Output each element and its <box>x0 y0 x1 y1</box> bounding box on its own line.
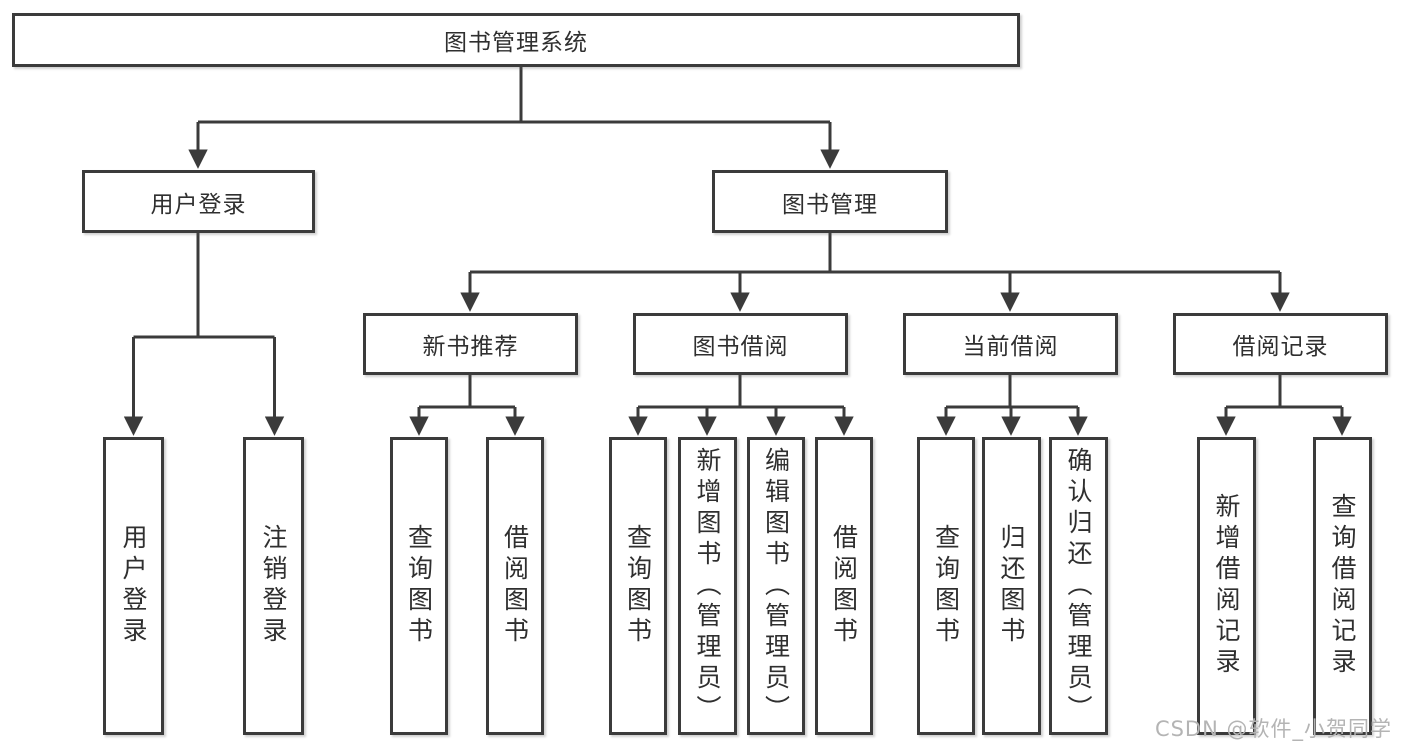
leaf-user-login-label: 用户登录 <box>119 524 148 648</box>
leaf-br-query-record: 查询借阅记录 <box>1313 437 1372 735</box>
leaf-bb-query-books-label: 查询图书 <box>623 524 653 648</box>
connector-trunks <box>133 67 1342 409</box>
leaf-nb-query-books-label: 查询图书 <box>404 524 434 648</box>
leaf-bb-edit-books-admin: 编辑图书（管理员） <box>747 437 805 735</box>
node-borrowing-records-label: 借阅记录 <box>1232 334 1329 360</box>
leaf-nb-query-books: 查询图书 <box>390 437 448 735</box>
node-borrowing-records: 借阅记录 <box>1173 313 1388 375</box>
leaf-bb-edit-books-admin-label: 编辑图书（管理员） <box>761 446 791 726</box>
leaf-bb-borrow-books-label: 借阅图书 <box>829 524 859 648</box>
leaf-cb-return-books: 归还图书 <box>982 437 1041 735</box>
leaf-user-login: 用户登录 <box>103 437 164 735</box>
node-user-login-label: 用户登录 <box>150 191 247 218</box>
leaf-logout: 注销登录 <box>243 437 304 735</box>
leaf-nb-borrow-books-label: 借阅图书 <box>500 524 530 648</box>
node-new-book-recommend-label: 新书推荐 <box>422 334 519 360</box>
node-current-borrowing-label: 当前借阅 <box>962 334 1059 360</box>
leaf-bb-add-books-admin: 新增图书（管理员） <box>678 437 737 735</box>
leaf-br-add-record-label: 新增借阅记录 <box>1212 493 1241 679</box>
leaf-cb-confirm-return-admin-label: 确认归还（管理员） <box>1064 446 1093 726</box>
leaf-cb-query-books-label: 查询图书 <box>931 524 961 648</box>
leaf-br-query-record-label: 查询借阅记录 <box>1328 493 1357 679</box>
node-library-system-label: 图书管理系统 <box>444 30 588 56</box>
leaf-bb-add-books-admin-label: 新增图书（管理员） <box>693 446 722 726</box>
node-book-management: 图书管理 <box>712 170 948 233</box>
leaf-bb-query-books: 查询图书 <box>609 437 667 735</box>
leaf-nb-borrow-books: 借阅图书 <box>486 437 544 735</box>
node-library-system: 图书管理系统 <box>12 13 1020 67</box>
node-user-login: 用户登录 <box>82 170 315 233</box>
leaf-cb-query-books: 查询图书 <box>917 437 975 735</box>
leaf-cb-return-books-label: 归还图书 <box>997 524 1026 648</box>
node-new-book-recommend: 新书推荐 <box>363 313 578 375</box>
node-current-borrowing: 当前借阅 <box>903 313 1118 375</box>
leaf-bb-borrow-books: 借阅图书 <box>815 437 873 735</box>
leaf-logout-label: 注销登录 <box>259 524 288 648</box>
leaf-cb-confirm-return-admin: 确认归还（管理员） <box>1049 437 1108 735</box>
leaf-br-add-record: 新增借阅记录 <box>1197 437 1256 735</box>
csdn-watermark: CSDN @软件_小贺同学 <box>1154 717 1392 741</box>
node-book-borrowing: 图书借阅 <box>633 313 848 375</box>
node-book-borrowing-label: 图书借阅 <box>692 334 789 360</box>
node-book-management-label: 图书管理 <box>782 191 878 218</box>
